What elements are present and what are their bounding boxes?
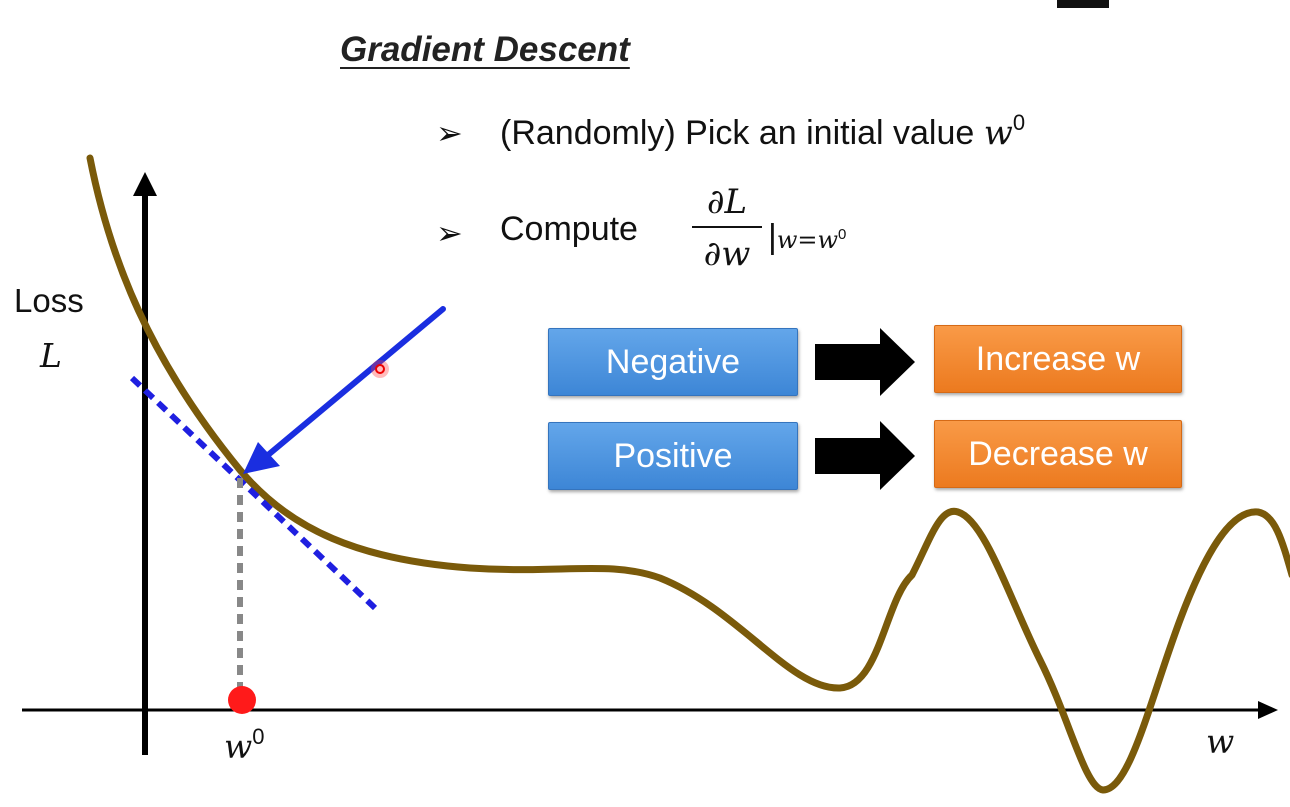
x-axis-arrowhead xyxy=(1258,701,1278,719)
y-axis-arrowhead xyxy=(133,172,157,196)
derivative-denominator: ∂w xyxy=(703,234,751,274)
loss-curve xyxy=(86,154,1290,794)
initial-w-sup: 0 xyxy=(1012,110,1026,135)
top-bar-decoration xyxy=(1057,0,1109,8)
derivative-numerator: ∂L xyxy=(706,182,748,222)
eval-var: w=w xyxy=(776,226,839,254)
cursor-dot xyxy=(375,364,385,374)
bullet-pick-initial: (Randomly) Pick an initial value w0 xyxy=(500,110,1025,153)
derivative-fraction: ∂L ∂w xyxy=(692,182,762,274)
tangent-line xyxy=(129,375,378,611)
bullet-text: (Randomly) Pick an initial value xyxy=(500,114,975,152)
gradient-pointer-arrowhead xyxy=(243,442,280,474)
eval-sup: 0 xyxy=(838,226,847,243)
initial-w-var: w xyxy=(983,113,1013,153)
gradient-pointer-arrow xyxy=(265,306,446,458)
initial-point-marker xyxy=(228,686,256,714)
negative-box: Negative xyxy=(548,328,798,396)
slide-title: Gradient Descent xyxy=(340,30,630,69)
right-arrow-icon xyxy=(815,328,915,396)
cursor-highlight xyxy=(371,360,389,378)
bullet-compute: Compute xyxy=(500,210,638,248)
decrease-w-box: Decrease w xyxy=(934,420,1182,488)
increase-w-box: Increase w xyxy=(934,325,1182,393)
y-axis-label-l: L xyxy=(40,336,62,375)
fraction-bar xyxy=(692,226,762,228)
right-arrow-icon xyxy=(815,421,915,490)
point-sup: 0 xyxy=(252,724,265,749)
y-axis-label-loss: Loss xyxy=(14,282,84,319)
eval-bar: | xyxy=(768,218,777,256)
x-axis-label-w: w xyxy=(1206,722,1235,761)
arrowhead-bullet-icon: ➢ xyxy=(436,114,463,152)
positive-box: Positive xyxy=(548,422,798,490)
arrowhead-bullet-icon: ➢ xyxy=(436,214,463,252)
derivative-evaluation: |w=w0 xyxy=(768,218,846,257)
initial-point-label: w0 xyxy=(224,724,265,766)
point-var: w xyxy=(224,727,253,766)
